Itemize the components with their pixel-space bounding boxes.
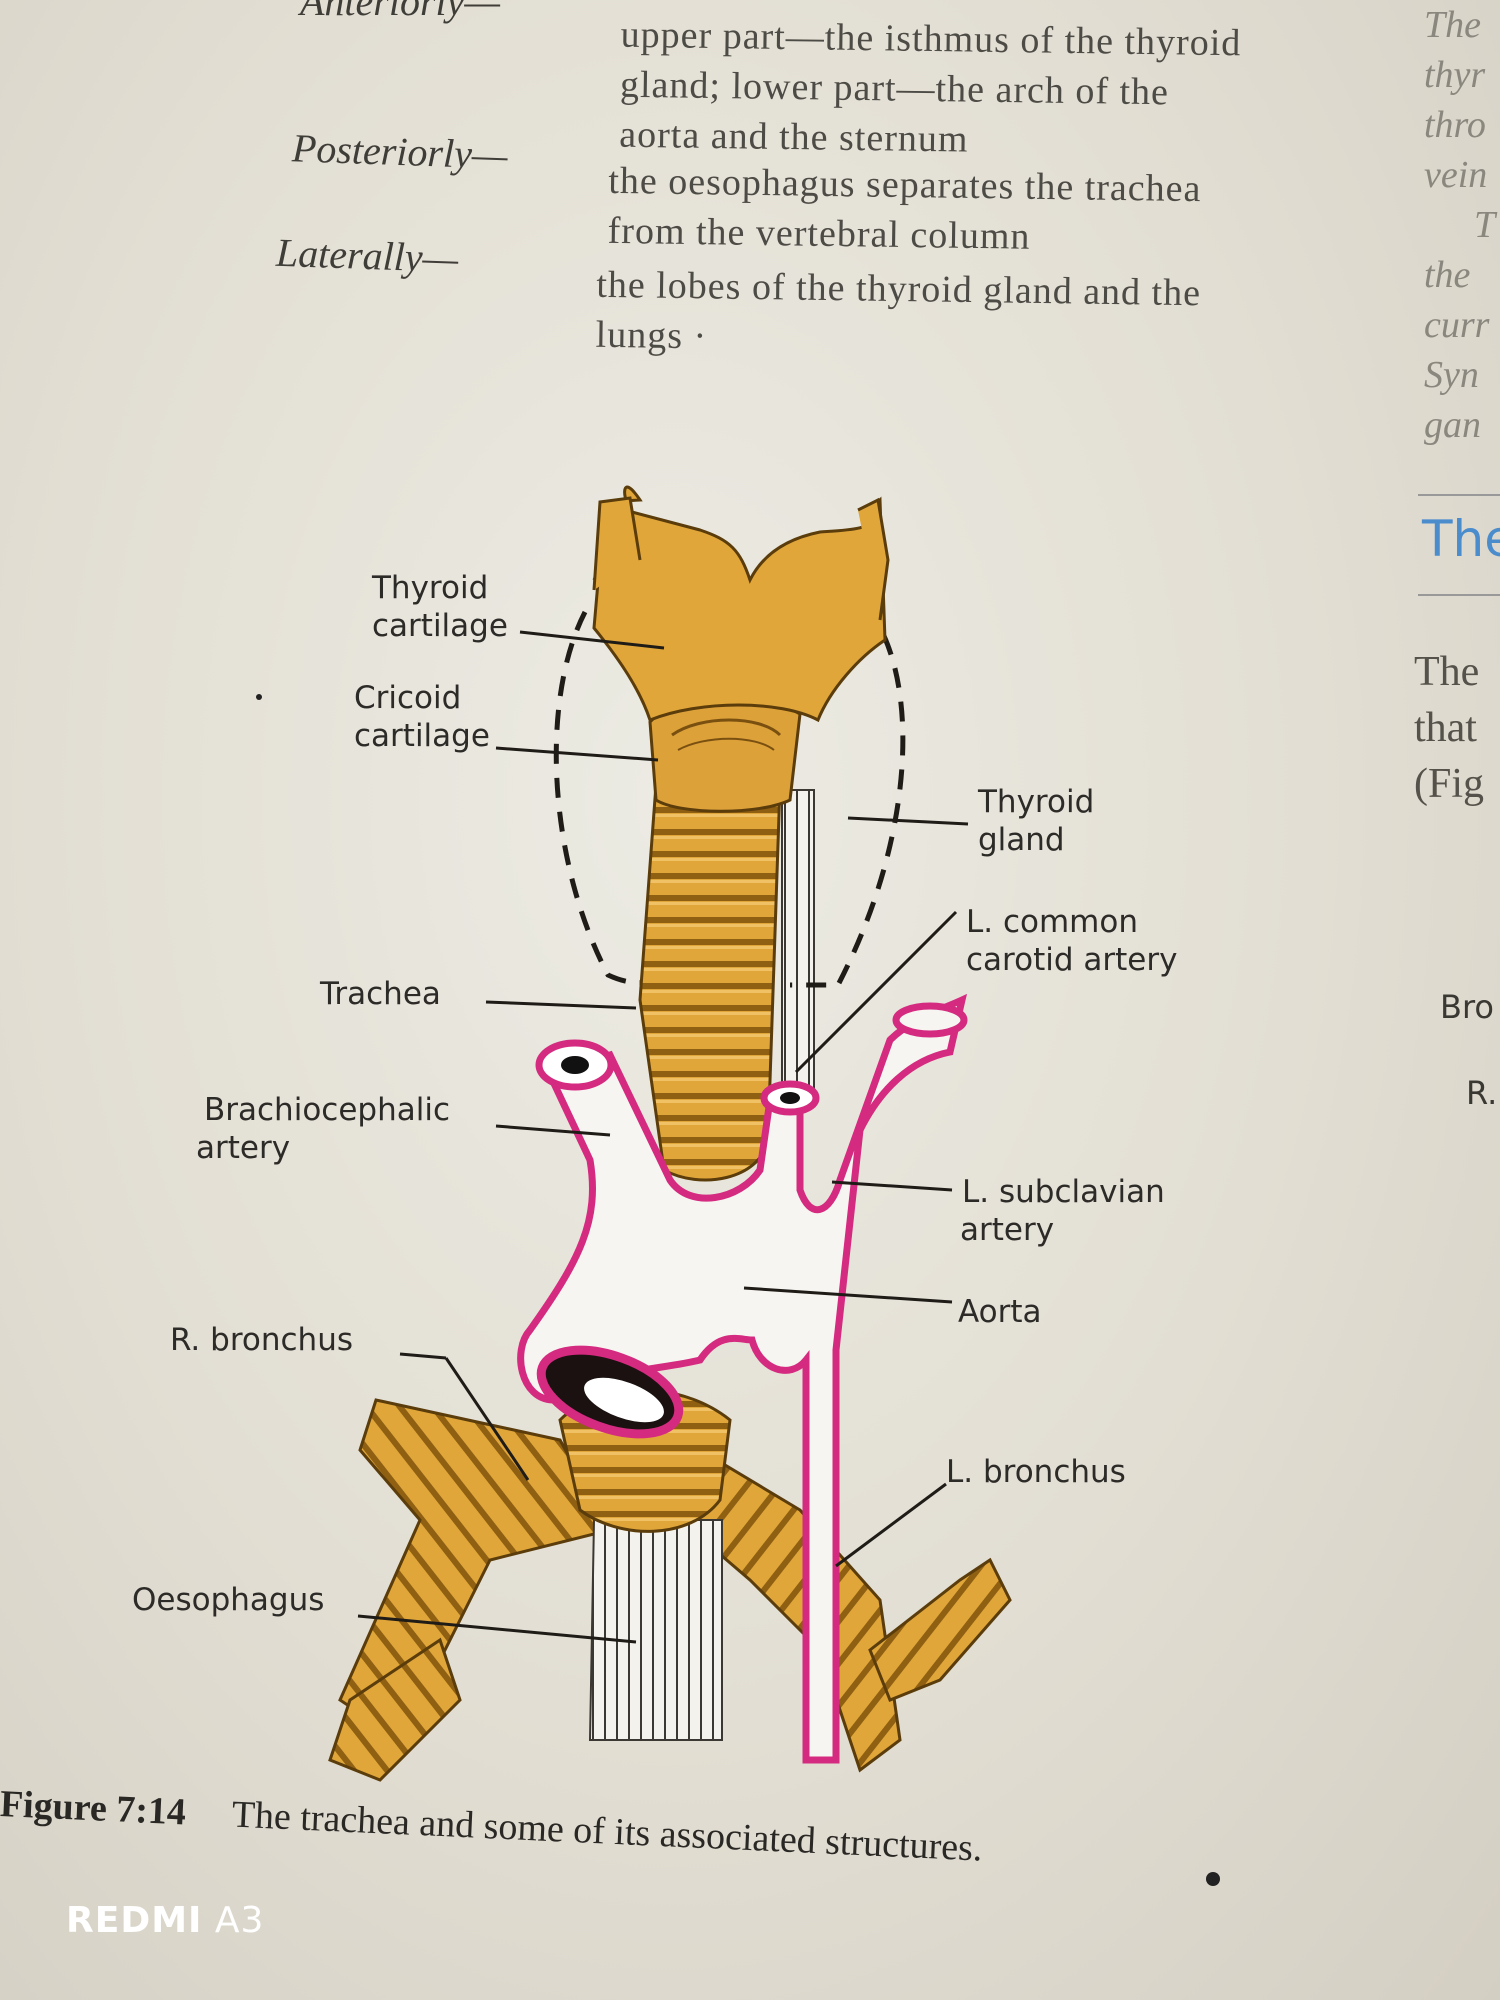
left-bronchus <box>678 1447 1012 1773</box>
text-line: the <box>1424 254 1471 296</box>
label-cricoid-cartilage-2: cartilage <box>354 718 490 754</box>
text-line: The <box>1414 649 1480 695</box>
rule <box>1418 494 1500 496</box>
ink-dot <box>256 694 262 700</box>
text-line: T <box>1474 204 1496 246</box>
text-line: that <box>1414 705 1477 751</box>
label-trachea: Trachea <box>319 976 441 1012</box>
text-line: thro <box>1424 104 1486 146</box>
leader-lines <box>357 630 969 1644</box>
label-thyroid-cartilage-1: Thyroid <box>371 570 488 606</box>
text-line: The <box>1424 4 1481 46</box>
trachea <box>638 783 782 1182</box>
right-column-paragraph: The that (Fig <box>1414 644 1484 812</box>
rule <box>1418 594 1500 596</box>
label-thyroid-cartilage-2: cartilage <box>372 608 508 644</box>
thyroid-cartilage <box>592 485 890 723</box>
oesophagus-lower <box>588 1519 723 1741</box>
watermark-brand: REDMI <box>66 1900 203 1941</box>
watermark-model: A3 <box>214 1900 265 1941</box>
label-thyroid-gland-2: gland <box>978 822 1065 858</box>
text-line: vein <box>1424 154 1488 196</box>
camera-watermark: REDMI A3 <box>66 1900 264 1941</box>
label-l-common-carotid-1: L. common <box>966 904 1138 940</box>
text-line: Syn <box>1424 354 1479 396</box>
label-aorta: Aorta <box>958 1294 1042 1330</box>
label-brachiocephalic-2: artery <box>196 1130 290 1166</box>
label-cricoid-cartilage-1: Cricoid <box>354 680 461 716</box>
label-l-subclavian-1: L. subclavian <box>962 1174 1165 1210</box>
text-line: curr <box>1424 304 1490 346</box>
label-l-common-carotid-2: carotid artery <box>966 942 1177 978</box>
right-bronchus <box>328 1398 613 1782</box>
text-line: gan <box>1424 404 1481 446</box>
label-thyroid-gland-1: Thyroid <box>977 784 1094 820</box>
ink-dot <box>1206 1872 1220 1886</box>
label-l-subclavian-2: artery <box>960 1212 1054 1248</box>
label-brachiocephalic-1: Brachiocephalic <box>204 1092 450 1128</box>
adjacent-figure-label: Bro <box>1440 988 1494 1026</box>
anteriorly-label: Anteriorly— <box>300 0 500 24</box>
label-l-bronchus: L. bronchus <box>946 1454 1126 1490</box>
oesophagus-upper <box>781 789 815 1091</box>
text-line: thyr <box>1424 54 1486 96</box>
label-oesophagus: Oesophagus <box>132 1582 324 1618</box>
figure-number: Figure 7:14 <box>0 1783 187 1834</box>
text-line: (Fig <box>1414 761 1485 807</box>
section-heading: The <box>1422 510 1500 568</box>
adjacent-figure-label: R. <box>1466 1074 1498 1112</box>
aorta <box>517 993 968 1764</box>
label-r-bronchus: R. bronchus <box>170 1322 353 1358</box>
right-column-text: The thyr thro vein T the curr Syn gan <box>1424 0 1495 450</box>
